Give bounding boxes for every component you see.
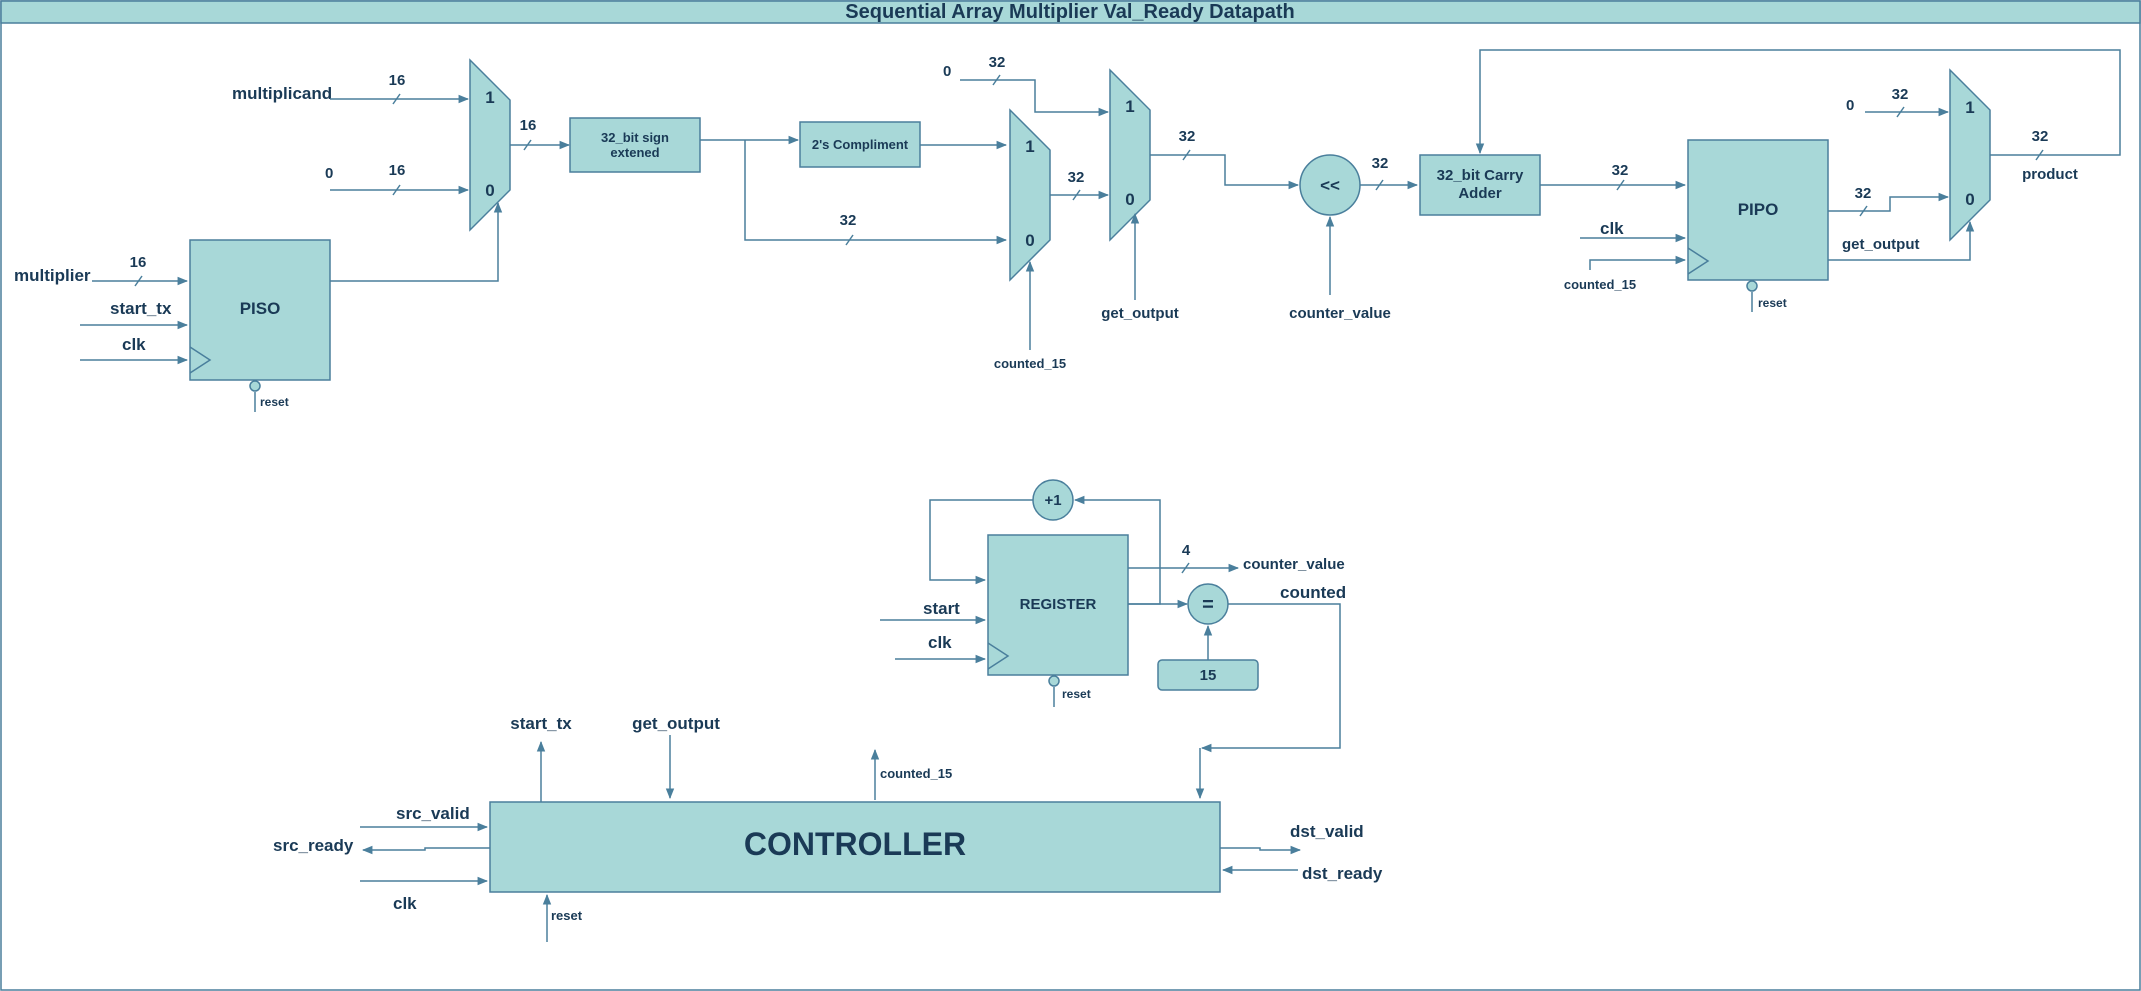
mux-twos — [1009, 108, 1051, 282]
label-zero-d: 0 — [1846, 97, 1854, 114]
mux-output-select-in0: 0 — [1125, 190, 1134, 209]
wire-getoutput-muxd — [1828, 220, 1975, 261]
label-start-tx-piso: start_tx — [110, 299, 172, 318]
reset-bubble-register — [1048, 675, 1060, 687]
block-register-label: REGISTER — [1020, 596, 1097, 613]
width-zero-a: 16 — [389, 162, 406, 179]
reset-bubble-piso — [249, 380, 261, 392]
block-piso-label: PISO — [240, 299, 281, 318]
label-clk-controller: clk — [393, 894, 417, 913]
label-zero-c: 0 — [943, 63, 951, 80]
label-reset-controller: reset — [551, 908, 583, 923]
label-multiplicand: multiplicand — [232, 84, 332, 103]
label-dst-valid: dst_valid — [1290, 822, 1364, 841]
label-getoutput-muxc: get_output — [1101, 305, 1178, 322]
label-counted: counted — [1280, 583, 1346, 602]
mux-twos-in1: 1 — [1025, 137, 1034, 156]
block-sign-extend-label: 32_bit sign extened — [601, 130, 669, 160]
width-muxb-out: 32 — [1068, 169, 1085, 186]
block-carry-adder-label: 32_bit Carry Adder — [1436, 167, 1524, 202]
wire-signext-muxb0 — [744, 140, 1008, 245]
block-equal-label: = — [1202, 594, 1214, 616]
label-dst-ready: dst_ready — [1302, 864, 1383, 883]
block-twos-complement — [799, 121, 921, 168]
label-controller-counted15: counted_15 — [880, 766, 952, 781]
wire-zero-c — [960, 79, 1110, 117]
block-pipo — [1687, 139, 1829, 281]
width-zero-d: 32 — [1892, 86, 1909, 103]
label-counter-value: counter_value — [1243, 556, 1345, 573]
label-controller-get-output: get_output — [632, 714, 720, 733]
label-controller-start-tx: start_tx — [510, 714, 572, 733]
wire-counted15-pipo — [1589, 255, 1687, 270]
block-piso — [189, 239, 331, 381]
mux-product-in1: 1 — [1965, 98, 1974, 117]
label-reset-register: reset — [1062, 687, 1091, 701]
label-reset-piso: reset — [260, 395, 289, 409]
width-pipo-out: 32 — [1855, 185, 1872, 202]
label-multiplier: multiplier — [14, 266, 91, 285]
wire-piso-muxa — [330, 201, 503, 282]
block-const-15-label: 15 — [1200, 667, 1217, 684]
width-muxc-out: 32 — [1179, 128, 1196, 145]
width-adder-out: 32 — [1612, 162, 1629, 179]
wire-increment-register — [929, 499, 1033, 585]
block-register — [987, 534, 1129, 676]
label-start-register: start — [923, 599, 960, 618]
block-carry-adder — [1419, 154, 1541, 216]
width-counter: 4 — [1182, 542, 1191, 559]
label-product: product — [2022, 166, 2078, 183]
block-pipo-label: PIPO — [1738, 200, 1779, 219]
block-controller — [489, 801, 1221, 893]
mux-multiplicand — [469, 58, 511, 232]
wire-product-feedback — [1475, 49, 2121, 156]
width-multiplier: 16 — [130, 254, 147, 271]
wire-pipo-muxd — [1828, 192, 1950, 212]
mux-output-select-in1: 1 — [1125, 97, 1134, 116]
label-clk-register: clk — [928, 633, 952, 652]
reset-bubble-pipo — [1746, 280, 1758, 292]
block-increment-label: +1 — [1044, 492, 1061, 509]
mux-twos-in0: 0 — [1025, 231, 1034, 250]
block-sign-extend — [569, 117, 701, 173]
width-signext-lower: 32 — [840, 212, 857, 229]
mux-product-in0: 0 — [1965, 190, 1974, 209]
label-getoutput-muxd: get_output — [1842, 236, 1919, 253]
mux-multiplicand-in0: 0 — [485, 181, 494, 200]
label-clk-piso: clk — [122, 335, 146, 354]
wire-counted — [1200, 603, 1341, 753]
width-zero-c: 32 — [989, 54, 1006, 71]
pipo-clock-triangle — [1687, 247, 1710, 275]
block-twos-complement-label: 2's Compliment — [812, 137, 909, 152]
label-zero-a: 0 — [325, 165, 333, 182]
width-product: 32 — [2032, 128, 2049, 145]
diagram-title: Sequential Array Multiplier Val_Ready Da… — [845, 1, 1294, 23]
mux-output-select — [1109, 68, 1151, 242]
label-counted15-muxb: counted_15 — [994, 356, 1066, 371]
label-src-ready: src_ready — [273, 836, 354, 855]
block-shift-left-label: << — [1320, 176, 1340, 195]
block-controller-label: CONTROLLER — [744, 826, 966, 862]
label-reset-pipo: reset — [1758, 296, 1787, 310]
width-shift-out: 32 — [1372, 155, 1389, 172]
mux-multiplicand-in1: 1 — [485, 88, 494, 107]
title-bar — [0, 0, 2141, 24]
width-multiplicand: 16 — [389, 72, 406, 89]
register-clock-triangle — [987, 642, 1010, 670]
label-countervalue-shift: counter_value — [1289, 305, 1391, 322]
label-src-valid: src_valid — [396, 804, 470, 823]
wire-dst-valid — [1220, 845, 1302, 855]
width-muxa-out: 16 — [520, 117, 537, 134]
wire-muxc-shift — [1150, 154, 1300, 190]
label-clk-pipo: clk — [1600, 219, 1624, 238]
wire-src-ready — [361, 845, 490, 855]
label-counted15-pipo: counted_15 — [1564, 277, 1636, 292]
piso-clock-triangle — [189, 346, 212, 374]
mux-product — [1949, 68, 1991, 242]
